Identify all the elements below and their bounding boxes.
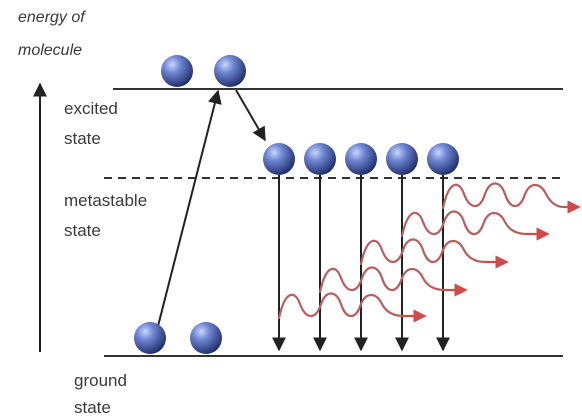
molecule [304,143,336,175]
metastable-state-label-line1: metastable [64,191,147,210]
molecule [386,143,418,175]
metastable-molecules [263,143,459,175]
excited-molecules [161,55,246,87]
emitted-photons [277,182,581,323]
photon-wave [277,292,427,323]
excited-state-label-line1: excited [64,99,118,118]
photon-wave [441,182,581,214]
molecule [214,55,246,87]
molecule [427,143,459,175]
excited-state-label-line2: state [64,129,101,148]
ground-state-label-line1: ground [74,371,127,390]
energy-axis: energy of molecule [18,9,86,352]
molecule [161,55,193,87]
photon-wave [318,266,468,297]
photon-wave [400,210,550,241]
metastable-state-label-line2: state [64,221,101,240]
molecule [345,143,377,175]
pump-arrow [156,89,222,331]
axis-label-line2: molecule [18,42,82,59]
ground-molecules [134,322,222,354]
molecule [134,322,166,354]
photon-wave [359,238,509,269]
decay-arrow [235,89,266,142]
molecule [190,322,222,354]
axis-label-line1: energy of [18,9,86,26]
molecule [263,143,295,175]
ground-state-label-line2: state [74,398,111,417]
